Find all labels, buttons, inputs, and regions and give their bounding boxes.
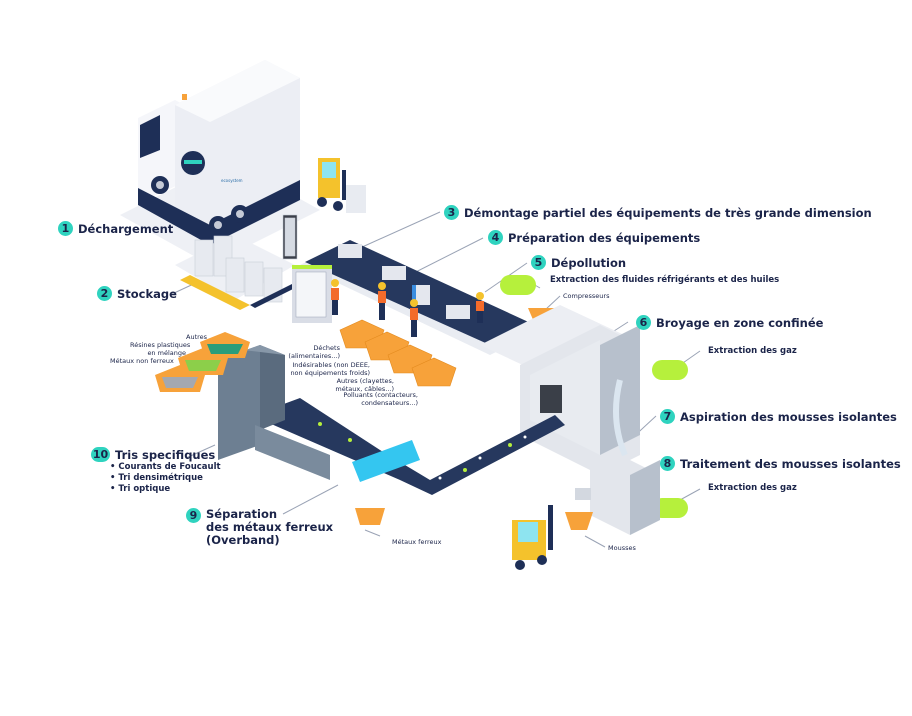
hazard-stripes (180, 275, 305, 310)
step-title: Préparation des équipements (508, 230, 701, 245)
step-5-detail: Extraction des fluides réfrigérants et d… (550, 275, 780, 285)
step-3-dismantling: 3 Démontage partiel des équipements de t… (444, 205, 872, 220)
step-8-foam-treatment: 8 Traitement des mousses isolantes (660, 456, 901, 471)
truck-brand: ecosystem (221, 178, 243, 183)
step-number-badge: 7 (660, 409, 675, 424)
sorting-bins (155, 332, 250, 392)
bin-label-line: Déchets (313, 344, 340, 352)
step-10-specific-sorting: 10 Tris specifiques (91, 447, 215, 462)
foam-treatment-unit (565, 455, 660, 535)
step-title-line-2: des métaux ferreux (206, 520, 334, 534)
step-number-badge: 10 (91, 447, 110, 462)
truck: ecosystem (138, 60, 300, 245)
step-number-badge: 6 (636, 315, 651, 330)
bin-label-line: Autres (clayettes, (336, 377, 394, 385)
depollution-bins (339, 319, 457, 387)
step-number-badge: 1 (58, 221, 73, 236)
step-9-callout: Métaux ferreux (392, 538, 442, 546)
step-title: Démontage partiel des équipements de trè… (464, 205, 872, 220)
step-title: Traitement des mousses isolantes (680, 456, 901, 471)
step-9-ferrous-separation: 9 Séparation des métaux ferreux (Overban… (186, 508, 333, 547)
bin-label-line: condensateurs...) (361, 399, 418, 407)
bullet-item: Tri optique (110, 484, 221, 495)
step-6-detail: Extraction des gaz (708, 346, 797, 356)
step-6-shredding: 6 Broyage en zone confinée (636, 315, 823, 330)
step-number-badge: 5 (531, 255, 546, 270)
step-8-detail: Extraction des gaz (708, 483, 797, 493)
step-title: Aspiration des mousses isolantes (680, 409, 897, 424)
sorting-machine (218, 345, 330, 480)
step-2-storage: 2 Stockage (97, 286, 177, 301)
step-number-badge: 9 (186, 508, 201, 523)
step-title-line-1: Séparation (206, 507, 278, 521)
step-1-unloading: 1 Déchargement (58, 221, 173, 236)
bin-label-others-shelves: Autres (clayettes, métaux, câbles...) (330, 377, 394, 393)
bin-label-pollutants: Polluants (contacteurs, condensateurs...… (340, 391, 418, 407)
step-number-badge: 3 (444, 205, 459, 220)
bin-label-plastic-resins: Résines plastiques en mélange (130, 341, 191, 357)
bin-label-non-ferrous: Métaux non ferreux (110, 357, 174, 365)
step-number-badge: 2 (97, 286, 112, 301)
bullet-item: Tri densimétrique (110, 473, 221, 484)
step-number-badge: 8 (660, 456, 675, 471)
workers (331, 279, 484, 337)
bin-label-line: Indésirables (non DEEE, (292, 361, 370, 369)
bin-label-line: Résines plastiques (130, 341, 191, 349)
bullet-item: Courants de Foucault (110, 462, 220, 473)
step-10-bullets: Courants de Foucault Tri densimétrique T… (110, 462, 221, 495)
step-4-preparation: 4 Préparation des équipements (488, 230, 700, 245)
bin-label-line: en mélange (147, 349, 186, 357)
step-title-line-3: (Overband) (206, 533, 280, 547)
step-5-callout: Compresseurs (563, 292, 610, 300)
bin-label-others: Autres (186, 333, 208, 341)
bin-label-waste: Déchets (alimentaires...) (280, 344, 340, 360)
bin-label-line: (alimentaires...) (288, 352, 340, 360)
step-title: Stockage (117, 286, 177, 301)
bin-label-line: Polluants (contacteurs, (343, 391, 418, 399)
step-title: Dépollution (551, 255, 627, 270)
step-5-depollution: 5 Dépollution (531, 255, 626, 270)
step-title: Broyage en zone confinée (656, 315, 824, 330)
bin-label-undesirables: Indésirables (non DEEE, non équipements … (280, 361, 370, 377)
bin-label-line: métaux, câbles...) (335, 385, 394, 393)
step-7-aspiration: 7 Aspiration des mousses isolantes (660, 409, 897, 424)
forklift-top (317, 158, 366, 213)
step-number-badge: 4 (488, 230, 503, 245)
step-title: Tris specifiques (115, 447, 216, 462)
step-title: Déchargement (78, 221, 174, 236)
shredder (480, 305, 640, 475)
step-8-callout: Mousses (608, 544, 636, 552)
ferrous-metal-bin (355, 508, 385, 525)
forklift-bottom (512, 505, 553, 570)
green-tanks (500, 275, 688, 518)
bin-label-line: non équipements froids) (290, 369, 370, 377)
main-conveyor (262, 398, 565, 495)
